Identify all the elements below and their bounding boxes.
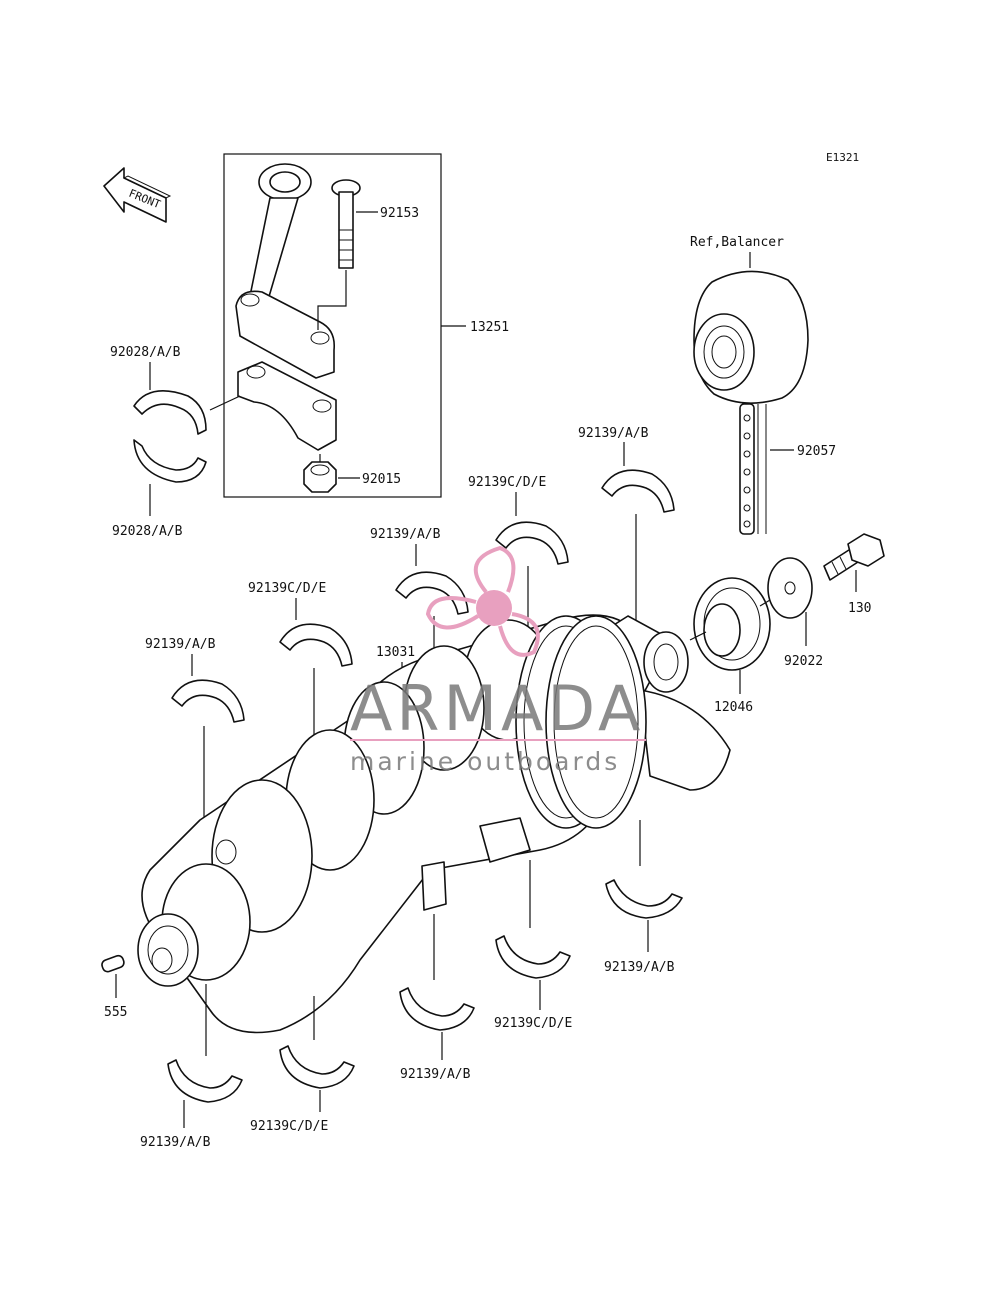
main-bearing-c-left [279,623,353,667]
ref-balancer-label: Ref,Balancer [690,235,784,250]
part-92028-upper: 92028/A/B [110,345,181,360]
crank-right-journal [643,631,689,693]
diagram-code: E1321 [826,151,859,164]
main-bearing-top-right [601,469,675,513]
propeller-logo-icon [425,545,540,657]
part-92139-upper-mid: 92139/A/B [370,527,441,542]
part-92153: 92153 [380,206,419,221]
part-92139c-lower-mid: 92139C/D/E [494,1016,572,1031]
part-92139-left: 92139/A/B [145,637,216,652]
main-bearing-c-lower-mid [495,935,571,979]
balancer-chain [739,403,767,535]
balancer-drum [693,270,809,404]
watermark-brand: ARMADA [350,672,644,745]
conrod-bearing-upper [133,390,207,435]
part-92015: 92015 [362,472,401,487]
part-13251: 13251 [470,320,509,335]
main-bearing-lower-left [167,1059,243,1103]
connecting-rod [235,163,336,379]
part-92057: 92057 [797,444,836,459]
part-92139-top-right: 92139/A/B [578,426,649,441]
washer [767,557,813,619]
part-13031: 13031 [376,645,415,660]
part-92139-lower-right: 92139/A/B [604,960,675,975]
part-92139c-left: 92139C/D/E [248,581,326,596]
part-12046: 12046 [714,700,753,715]
crank-gear [515,615,647,829]
part-130: 130 [848,601,871,616]
main-bearing-left [171,679,245,723]
part-555: 555 [104,1005,127,1020]
armada-watermark: ARMADA marine outboards [350,545,646,776]
rod-cap [237,361,337,451]
conrod-nut [303,461,337,493]
part-92139-lower-mid: 92139/A/B [400,1067,471,1082]
timing-gear [693,577,771,671]
main-bearing-lower-right [605,879,683,919]
main-bearing-lower-mid [399,987,475,1031]
part-92139-lower-left: 92139/A/B [140,1135,211,1150]
front-arrow-icon: FRONT [103,167,172,223]
conrod-bolt [331,179,361,269]
dowel-pin [101,954,125,973]
part-92139c-top: 92139C/D/E [468,475,546,490]
part-92022: 92022 [784,654,823,669]
conrod-bearing-lower [133,439,207,483]
crank-bolt [823,533,885,581]
watermark-tagline: marine outboards [350,747,620,776]
part-92139c-lower-left: 92139C/D/E [250,1119,328,1134]
main-bearing-c-top [495,521,569,565]
part-92028-lower: 92028/A/B [112,524,183,539]
main-bearing-upper-mid [395,571,469,615]
main-bearing-c-lower-left [279,1045,355,1089]
crank-end-sprocket [137,913,199,987]
